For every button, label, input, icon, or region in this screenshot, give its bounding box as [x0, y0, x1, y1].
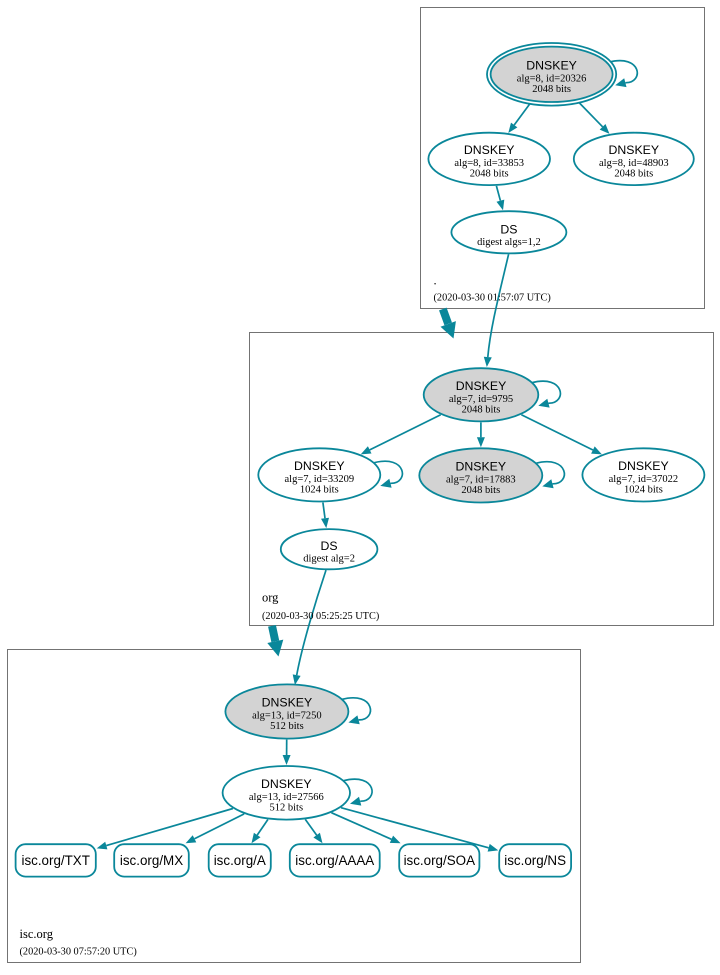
svg-text:DS: DS — [500, 222, 517, 236]
svg-text:isc.org/AAAA: isc.org/AAAA — [295, 853, 374, 868]
svg-text:alg=7, id=33209: alg=7, id=33209 — [285, 474, 355, 485]
svg-text:DNSKEY: DNSKEY — [618, 459, 669, 473]
svg-text:.: . — [434, 274, 437, 288]
svg-text:(2020-03-30 01:57:07 UTC): (2020-03-30 01:57:07 UTC) — [434, 293, 551, 304]
svg-text:isc.org: isc.org — [20, 927, 54, 941]
svg-text:alg=8, id=48903: alg=8, id=48903 — [599, 158, 669, 169]
svg-text:digest alg=2: digest alg=2 — [303, 554, 355, 565]
svg-text:alg=8, id=33853: alg=8, id=33853 — [454, 158, 524, 169]
svg-text:2048 bits: 2048 bits — [532, 84, 571, 95]
svg-text:alg=7, id=17883: alg=7, id=17883 — [446, 474, 516, 485]
svg-text:DS: DS — [321, 539, 338, 553]
svg-text:DNSKEY: DNSKEY — [261, 777, 312, 791]
svg-text:alg=7, id=9795: alg=7, id=9795 — [449, 394, 513, 405]
svg-text:(2020-03-30 05:25:25 UTC): (2020-03-30 05:25:25 UTC) — [262, 611, 379, 622]
svg-text:org: org — [262, 591, 279, 605]
svg-text:alg=7, id=37022: alg=7, id=37022 — [609, 474, 679, 485]
svg-text:alg=8, id=20326: alg=8, id=20326 — [517, 73, 587, 84]
svg-text:1024 bits: 1024 bits — [624, 484, 663, 495]
svg-text:DNSKEY: DNSKEY — [294, 459, 345, 473]
svg-text:alg=13, id=7250: alg=13, id=7250 — [252, 711, 322, 722]
svg-text:digest algs=1,2: digest algs=1,2 — [477, 237, 541, 248]
svg-text:512 bits: 512 bits — [270, 721, 304, 732]
svg-text:isc.org/SOA: isc.org/SOA — [404, 853, 476, 868]
svg-text:isc.org/A: isc.org/A — [214, 853, 266, 868]
svg-text:512 bits: 512 bits — [270, 802, 304, 813]
svg-text:2048 bits: 2048 bits — [470, 168, 509, 179]
svg-text:(2020-03-30 07:57:20 UTC): (2020-03-30 07:57:20 UTC) — [20, 947, 137, 958]
svg-text:1024 bits: 1024 bits — [300, 484, 339, 495]
svg-text:2048 bits: 2048 bits — [614, 168, 653, 179]
svg-text:2048 bits: 2048 bits — [462, 404, 501, 415]
svg-text:2048 bits: 2048 bits — [461, 485, 500, 496]
svg-text:DNSKEY: DNSKEY — [464, 143, 515, 157]
svg-text:alg=13, id=27566: alg=13, id=27566 — [249, 792, 324, 803]
svg-text:isc.org/NS: isc.org/NS — [504, 853, 566, 868]
svg-text:DNSKEY: DNSKEY — [456, 459, 507, 473]
svg-text:DNSKEY: DNSKEY — [609, 143, 660, 157]
svg-text:DNSKEY: DNSKEY — [526, 58, 577, 72]
svg-text:DNSKEY: DNSKEY — [262, 696, 313, 710]
svg-text:isc.org/MX: isc.org/MX — [120, 853, 183, 868]
svg-text:DNSKEY: DNSKEY — [456, 379, 507, 393]
svg-text:isc.org/TXT: isc.org/TXT — [21, 853, 89, 868]
